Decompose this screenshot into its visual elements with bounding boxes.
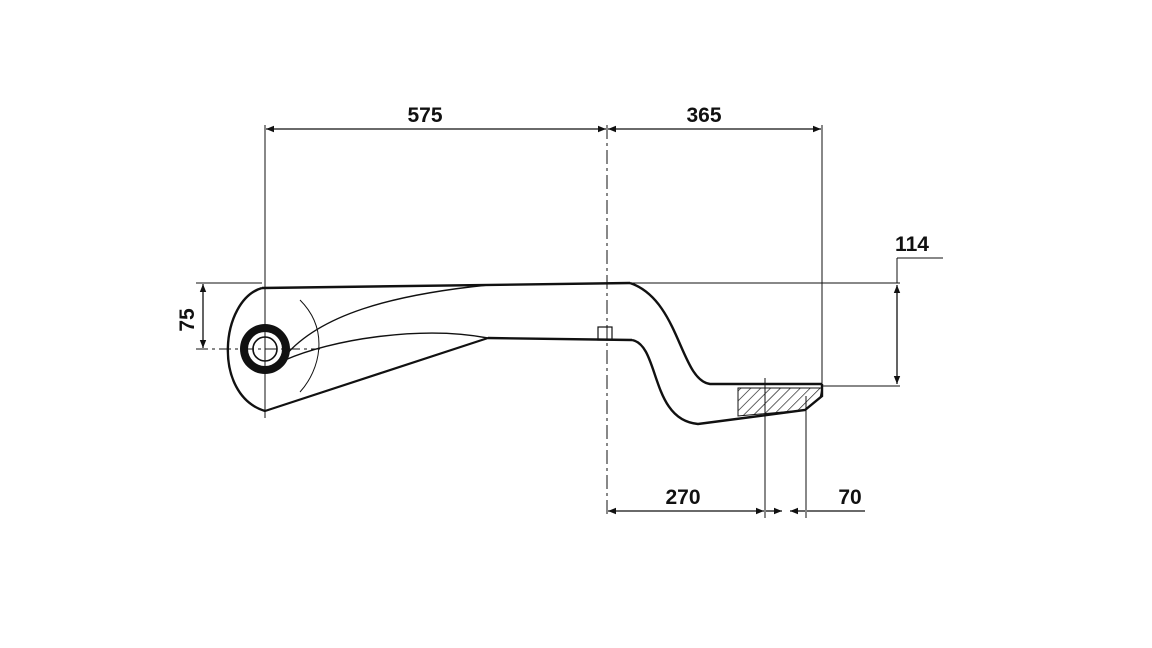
center-lines	[196, 125, 943, 518]
dimension-575: 575	[407, 104, 442, 127]
dimension-270: 270	[665, 486, 700, 509]
dimension-365: 365	[686, 104, 721, 127]
dimension-75: 75	[176, 308, 199, 332]
dimension-lines	[199, 125, 901, 515]
hatched-section	[737, 387, 823, 417]
dimension-70: 70	[838, 486, 861, 509]
arm-part	[226, 281, 824, 426]
dimension-114: 114	[895, 233, 929, 256]
